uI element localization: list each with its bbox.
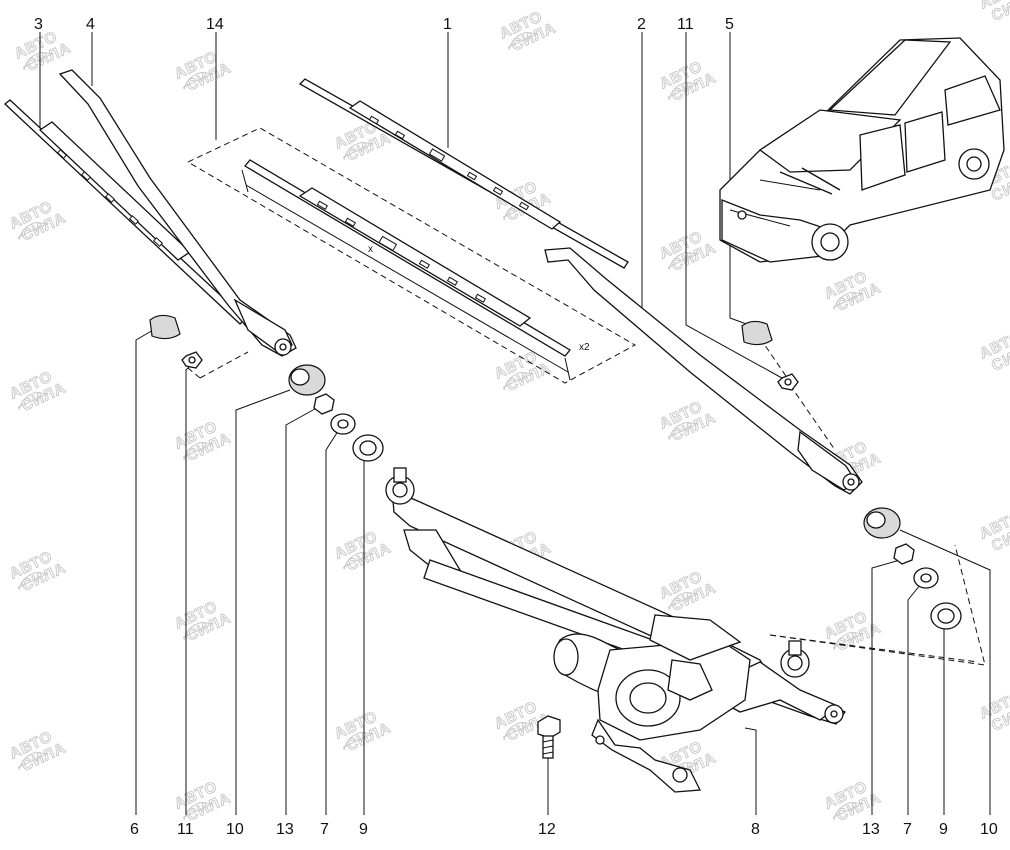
part-9-seal-left (352, 434, 384, 462)
callouts-top: 3 4 14 1 2 11 5 (34, 16, 734, 33)
part-10-grommet-right (863, 507, 901, 539)
part-10-grommet-left (288, 364, 326, 396)
callout-9-right: 9 (939, 821, 948, 838)
svg-text:СИЛА: СИЛА (989, 0, 1010, 25)
part-7-washer-right (913, 567, 939, 589)
dashed-guides (186, 127, 986, 666)
part-7-washer-left (330, 413, 356, 435)
part-13-nut-right (893, 543, 915, 565)
part-13-nut-left (313, 393, 335, 415)
callout-7-left: 7 (320, 821, 329, 838)
part-11-nut-right (777, 373, 799, 391)
dimension-x-label: x (368, 244, 373, 255)
callout-14: 14 (206, 16, 224, 33)
callout-10-right: 10 (980, 821, 998, 838)
part-9-seal-right (930, 602, 962, 630)
callout-11-bottom: 11 (177, 821, 194, 838)
callout-3: 3 (34, 16, 43, 33)
callout-13-left: 13 (276, 821, 294, 838)
part-8-linkage-assembly (385, 467, 846, 793)
callout-1: 1 (443, 16, 452, 33)
part-1-right-blade (298, 78, 629, 269)
quantity-label: x2 (579, 342, 590, 353)
part-5-cap-right (741, 320, 773, 346)
callouts-bottom: 6 11 10 13 7 9 12 8 13 7 9 10 (130, 821, 998, 838)
car-illustration (719, 37, 1005, 263)
callout-5: 5 (725, 16, 734, 33)
part-2-right-arm (544, 247, 863, 495)
callout-4: 4 (86, 16, 95, 33)
callout-10-left: 10 (226, 821, 244, 838)
callout-11-top: 11 (677, 16, 694, 33)
part-12-bolt (537, 715, 561, 759)
part-6-cap-left (149, 314, 181, 340)
callout-13-right: 13 (862, 821, 880, 838)
callout-7-right: 7 (903, 821, 912, 838)
callout-6: 6 (130, 821, 139, 838)
part-11-nut-left (181, 351, 203, 369)
dimension-line (245, 184, 569, 373)
part-14-blade: x x2 (241, 159, 590, 381)
callout-12: 12 (538, 821, 556, 838)
callout-2: 2 (637, 16, 646, 33)
callout-9-left: 9 (359, 821, 368, 838)
part-4-left-arm (58, 69, 297, 357)
callout-8: 8 (751, 821, 760, 838)
leader-lines (39, 32, 991, 815)
